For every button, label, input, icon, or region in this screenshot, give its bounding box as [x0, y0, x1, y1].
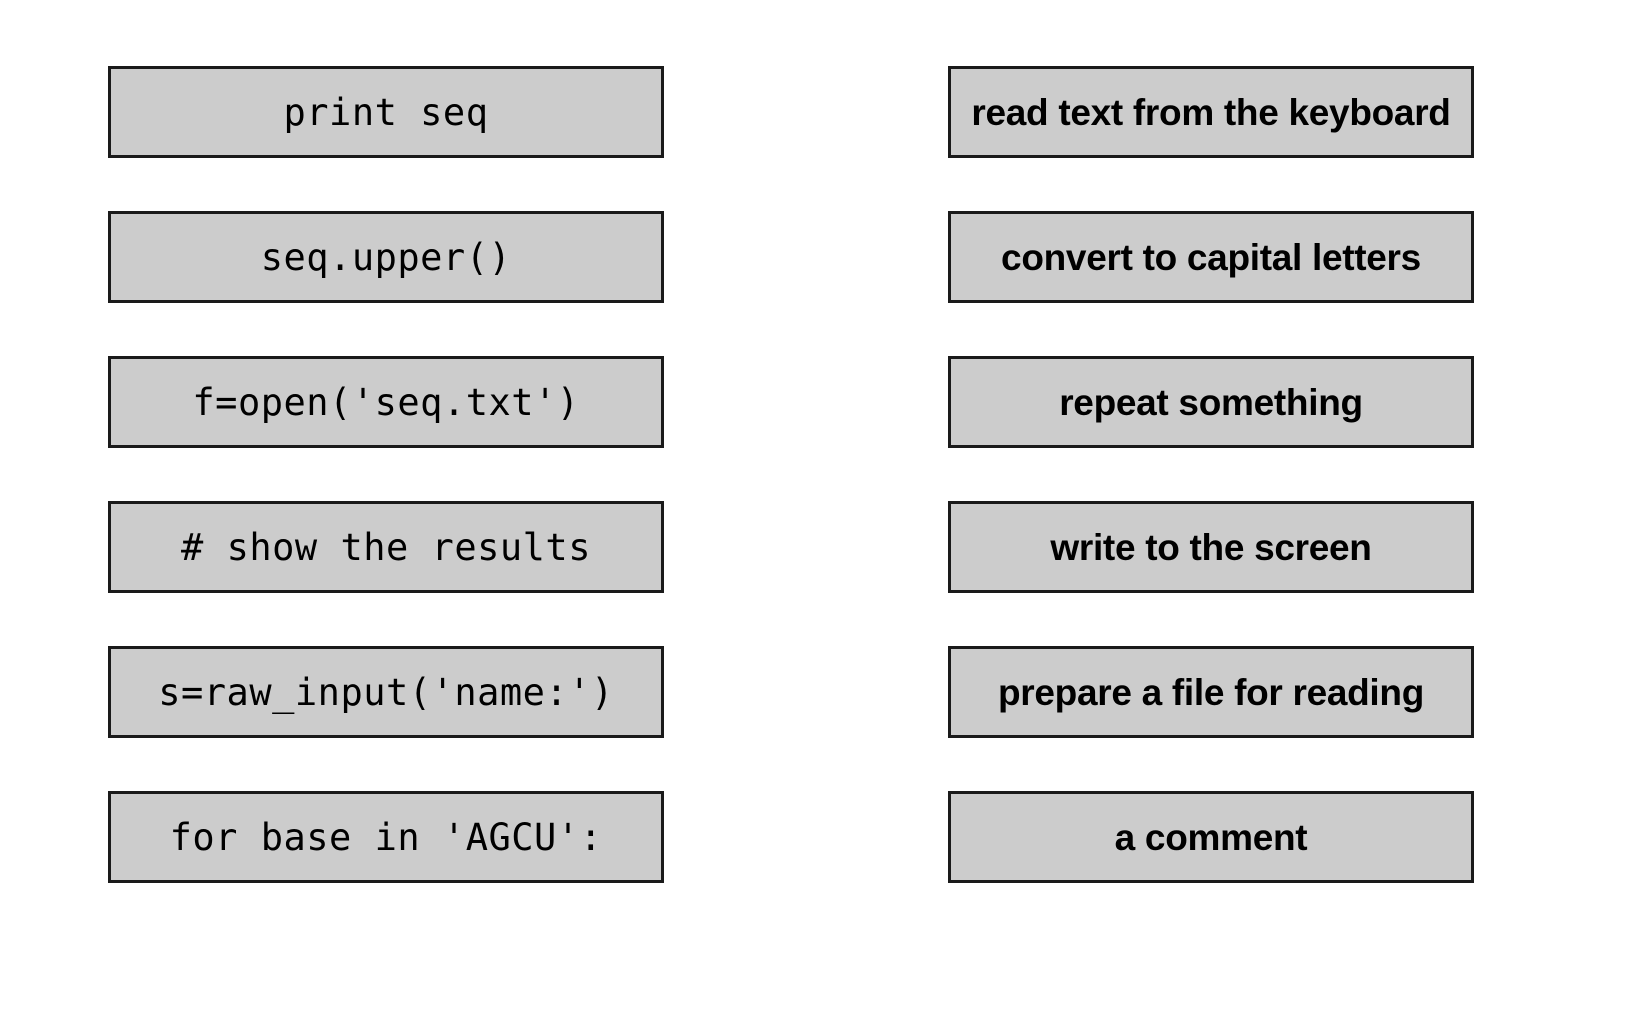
description-card[interactable]: repeat something — [948, 356, 1474, 448]
code-card[interactable]: print seq — [108, 66, 664, 158]
description-card[interactable]: write to the screen — [948, 501, 1474, 593]
code-snippet-column: print seq seq.upper() f=open('seq.txt') … — [108, 66, 664, 883]
code-card[interactable]: seq.upper() — [108, 211, 664, 303]
description-card[interactable]: read text from the keyboard — [948, 66, 1474, 158]
description-card[interactable]: a comment — [948, 791, 1474, 883]
code-card[interactable]: f=open('seq.txt') — [108, 356, 664, 448]
description-card[interactable]: prepare a file for reading — [948, 646, 1474, 738]
code-card[interactable]: s=raw_input('name:') — [108, 646, 664, 738]
code-card[interactable]: # show the results — [108, 501, 664, 593]
description-column: read text from the keyboard convert to c… — [948, 66, 1474, 883]
description-card[interactable]: convert to capital letters — [948, 211, 1474, 303]
code-card[interactable]: for base in 'AGCU': — [108, 791, 664, 883]
